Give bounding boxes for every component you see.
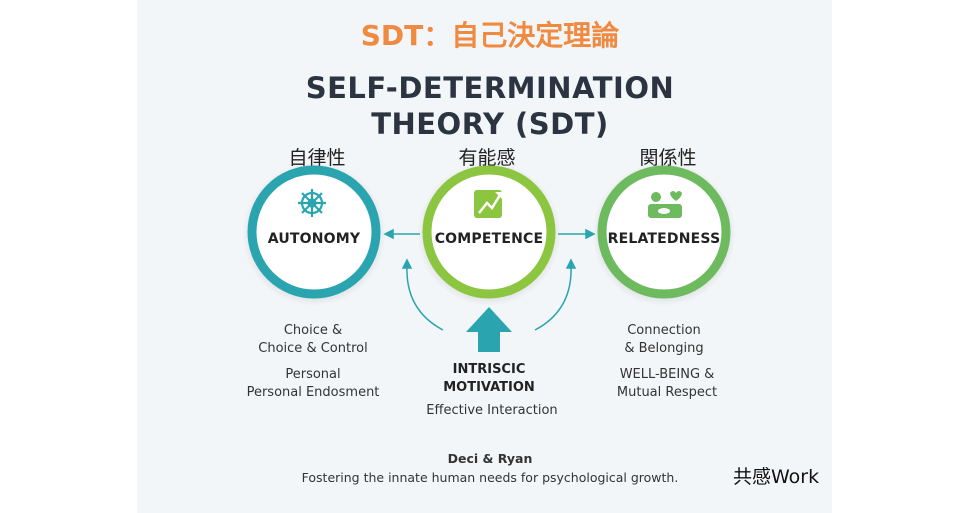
relatedness-desc-line: Connection xyxy=(627,323,701,338)
relatedness-desc-1: Connection & Belonging xyxy=(564,322,764,358)
brand-logo-text: 共感Work xyxy=(733,466,820,488)
relatedness-desc-line: Mutual Respect xyxy=(616,385,718,400)
main-title-line2: THEORY (SDT) xyxy=(371,107,609,141)
intrinsic-motivation-label: INTRISCIC MOTIVATION xyxy=(389,361,589,397)
curved-arrow-right xyxy=(534,258,577,331)
relatedness-label: RELATEDNESS xyxy=(607,231,721,247)
autonomy-desc-line: Choice & xyxy=(283,323,343,338)
motivation-up-arrow xyxy=(466,307,512,352)
ship-wheel-icon xyxy=(298,189,326,217)
people-heart-icon xyxy=(648,191,682,218)
autonomy-label: AUTONOMY xyxy=(267,231,361,247)
japanese-title: SDT：自己決定理論 xyxy=(360,19,620,52)
autonomy-desc-line: Choice & Control xyxy=(258,341,368,356)
competence-circle xyxy=(417,162,561,306)
autonomy-circle xyxy=(242,162,386,306)
tagline: Fostering the innate human needs for psy… xyxy=(301,470,679,485)
relatedness-circle xyxy=(592,162,736,306)
relatedness-desc-2: WELL-BEING & Mutual Respect xyxy=(567,366,767,402)
relatedness-desc-line: & Belonging xyxy=(624,341,704,356)
motivation-line2: MOTIVATION xyxy=(443,380,535,395)
autonomy-desc-line: Personal Endosment xyxy=(246,385,380,400)
autonomy-desc-1: Choice & Choice & Control xyxy=(213,322,413,358)
main-title-line1: SELF-DETERMINATION xyxy=(305,71,675,105)
autonomy-desc-2: Personal Personal Endosment xyxy=(213,366,413,402)
main-title: SELF-DETERMINATION THEORY (SDT) xyxy=(0,70,980,142)
curved-arrow-left xyxy=(401,258,444,331)
arrow-to-relatedness xyxy=(558,228,596,240)
authors-citation: Deci & Ryan xyxy=(447,451,533,466)
motivation-line1: INTRISCIC xyxy=(452,362,526,377)
arrow-to-autonomy xyxy=(383,228,420,240)
competence-label: COMPETENCE xyxy=(434,231,544,247)
relatedness-desc-line: WELL-BEING & xyxy=(619,367,715,382)
autonomy-desc-line: Personal xyxy=(285,367,341,382)
effective-interaction-label: Effective Interaction xyxy=(426,403,558,418)
growth-chart-icon xyxy=(474,190,503,218)
